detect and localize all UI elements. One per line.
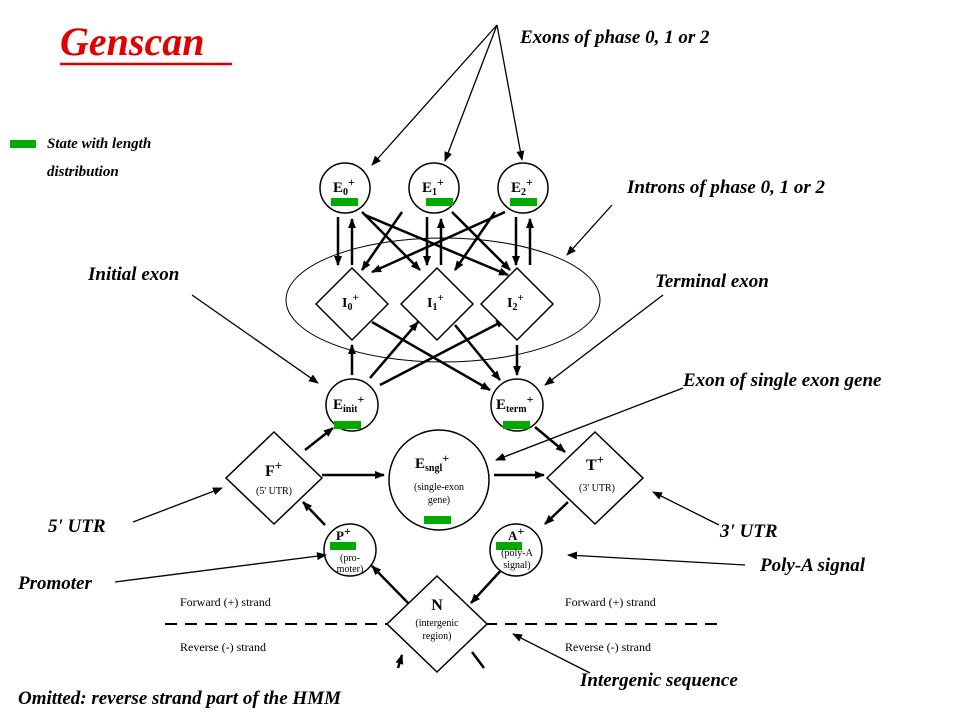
length-dist-marker	[334, 421, 361, 429]
label-exon-single: Exon of single exon gene	[682, 370, 882, 391]
intron-i2: I2+	[479, 266, 555, 342]
svg-text:I2+: I2+	[507, 292, 524, 313]
label-omitted: Omitted: reverse strand part of the HMM	[18, 688, 342, 709]
length-dist-marker	[331, 198, 358, 206]
label-intergenic-sequence: Intergenic sequence	[579, 670, 738, 691]
label-promoter: Promoter	[17, 573, 92, 594]
label-5utr: 5' UTR	[48, 516, 106, 537]
intron-i0: I0+	[314, 266, 390, 342]
state-intergenic: N (intergenic region)	[385, 574, 489, 674]
svg-text:T+: T+	[586, 452, 604, 474]
strand-reverse-right: Reverse (-) strand	[565, 640, 651, 654]
slide-title: Genscan	[60, 19, 204, 64]
label-introns-phase: Introns of phase 0, 1 or 2	[626, 177, 825, 198]
label-exons-phase: Exons of phase 0, 1 or 2	[519, 27, 710, 48]
strand-forward-left: Forward (+) strand	[180, 595, 271, 609]
svg-text:(5' UTR): (5' UTR)	[256, 486, 292, 497]
hmm-edges	[302, 210, 569, 669]
state-f: F+ (5' UTR)	[224, 430, 324, 526]
state-t: T+ (3' UTR)	[545, 430, 645, 526]
label-initial-exon: Initial exon	[87, 264, 179, 285]
length-dist-marker	[510, 198, 537, 206]
svg-text:gene): gene)	[428, 495, 450, 506]
legend-line1: State with length	[47, 136, 151, 152]
exon-einit: Einit+	[325, 378, 379, 432]
svg-text:A+: A+	[508, 524, 524, 543]
svg-text:F+: F+	[265, 458, 282, 480]
svg-text:I0+: I0+	[342, 292, 359, 313]
label-poly-a-signal: Poly-A signal	[759, 555, 866, 576]
svg-text:I1+: I1+	[427, 292, 444, 313]
svg-text:(single-exon: (single-exon	[414, 482, 464, 493]
length-dist-marker	[503, 421, 530, 429]
annotation-arrows	[114, 24, 746, 674]
strand-forward-right: Forward (+) strand	[565, 595, 656, 609]
svg-text:N: N	[431, 597, 443, 614]
length-dist-marker	[424, 516, 451, 524]
length-dist-marker	[426, 198, 453, 206]
svg-text:E0+: E0+	[333, 175, 355, 198]
exon-e0: E0+	[319, 162, 371, 214]
exon-eterm: Eterm+	[490, 378, 544, 432]
state-polya: A+ (poly-A signal)	[489, 523, 543, 577]
state-promoter: P+ (pro- moter)	[323, 523, 377, 577]
svg-text:(poly-A: (poly-A	[501, 548, 533, 559]
label-3utr: 3' UTR	[719, 521, 778, 542]
svg-text:signal): signal)	[503, 560, 530, 571]
svg-text:E2+: E2+	[511, 175, 533, 198]
label-terminal-exon: Terminal exon	[655, 271, 769, 292]
svg-text:(pro-: (pro-	[340, 553, 360, 564]
svg-text:Eterm+: Eterm+	[496, 392, 534, 415]
length-dist-marker	[496, 542, 522, 550]
svg-text:E1+: E1+	[422, 175, 444, 198]
svg-text:(3' UTR): (3' UTR)	[579, 483, 615, 494]
exon-e2: E2+	[497, 162, 549, 214]
length-dist-marker	[330, 542, 356, 550]
svg-text:Esngl+: Esngl+	[415, 451, 449, 474]
svg-text:region): region)	[423, 631, 452, 642]
exon-esngl: Esngl+ (single-exon gene)	[388, 429, 490, 531]
svg-text:(intergenic: (intergenic	[415, 618, 459, 629]
exon-e1: E1+	[408, 162, 460, 214]
legend-line2: distribution	[47, 164, 119, 180]
svg-text:P+: P+	[336, 524, 351, 543]
svg-text:moter): moter)	[337, 564, 364, 575]
legend-swatch	[10, 140, 36, 148]
intron-i1: I1+	[399, 266, 475, 342]
svg-text:Einit+: Einit+	[333, 392, 364, 415]
strand-reverse-left: Reverse (-) strand	[180, 640, 266, 654]
